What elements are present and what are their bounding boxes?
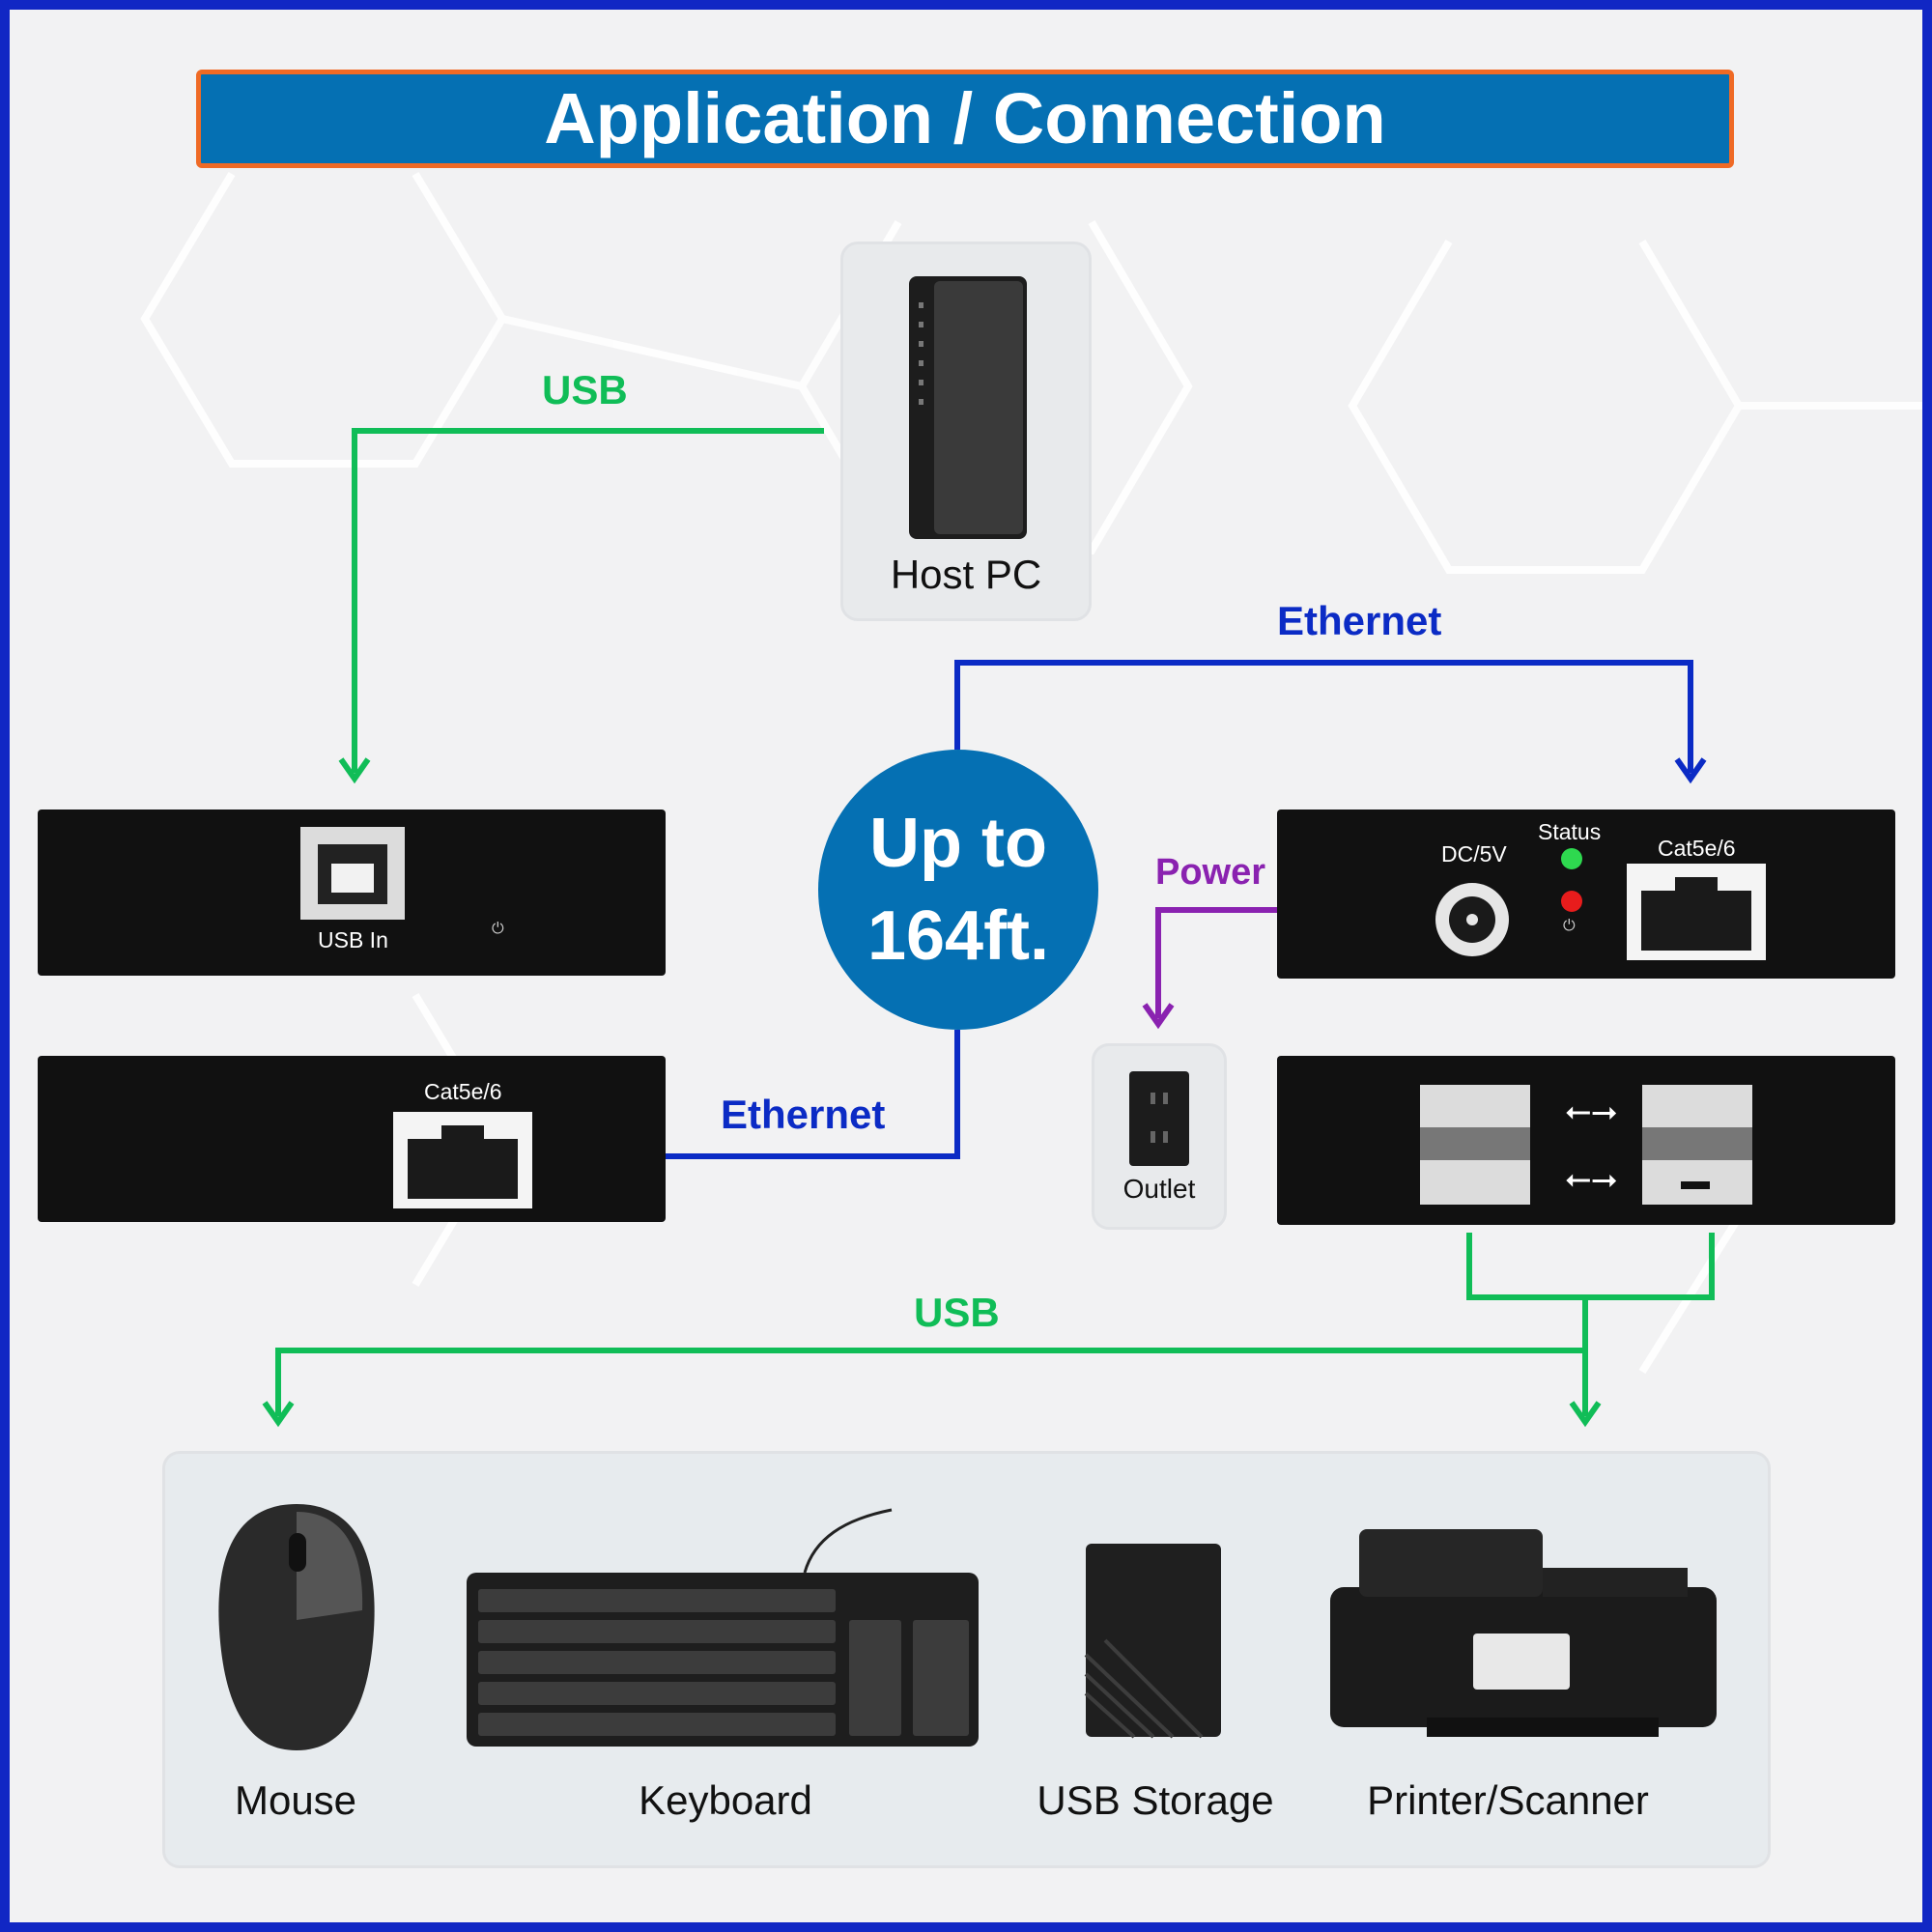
- peripheral-label-printer-scanner: Printer/Scanner: [1367, 1777, 1649, 1823]
- keyboard-icon: [467, 1508, 979, 1747]
- receiver-rear-panel: ⭠⭢ ⭠⭢: [1277, 1056, 1895, 1225]
- ethernet-line-bottom: [560, 1030, 960, 1159]
- mouse-icon: [218, 1504, 375, 1750]
- receiver-cat-label: Cat5e/6: [1658, 836, 1736, 861]
- ethernet-top-label: Ethernet: [1277, 598, 1442, 643]
- power-arrow-outlet: [1142, 1003, 1175, 1030]
- rj45-port-icon: [393, 1112, 532, 1208]
- outlet-icon: [1129, 1071, 1189, 1166]
- host-pc-label: Host PC: [890, 552, 1042, 597]
- power-indicator-icon: ⏻: [1563, 918, 1576, 934]
- dc-5v-label: DC/5V: [1441, 841, 1507, 867]
- status-label: Status: [1538, 819, 1602, 844]
- host-pc-icon: [909, 276, 1027, 539]
- peripheral-label-usb-storage: USB Storage: [1037, 1777, 1274, 1823]
- usb-in-label: USB In: [318, 927, 388, 952]
- peripherals-card: Mouse Keyboard USB Storage Printer/Scann…: [162, 1451, 1771, 1868]
- range-badge-line1: Up to: [869, 805, 1047, 882]
- usb-bottom-label: USB: [914, 1290, 1000, 1335]
- printer-scanner-icon: [1330, 1529, 1717, 1737]
- outlet-card: Outlet: [1092, 1043, 1227, 1230]
- transmitter-front-panel: USB In ⏻: [38, 810, 666, 976]
- receiver-front-panel: DC/5V Status ⏻ Cat5e/6: [1277, 810, 1895, 979]
- power-indicator-icon: ⏻: [492, 921, 504, 937]
- usb-arrow-printer: [1569, 1401, 1602, 1428]
- ethernet-arrow-receiver: [1674, 757, 1707, 784]
- ethernet-bottom-label: Ethernet: [721, 1092, 886, 1137]
- usb-storage-icon: [1084, 1544, 1221, 1739]
- status-led-red-icon: [1561, 891, 1582, 912]
- peripheral-label-keyboard: Keyboard: [639, 1777, 812, 1823]
- dc-power-jack-icon: [1435, 883, 1509, 956]
- outlet-label: Outlet: [1122, 1174, 1196, 1204]
- rj45-port-icon: [1627, 864, 1766, 960]
- range-badge-line2: 164ft.: [867, 897, 1050, 975]
- page-title: Application / Connection: [196, 70, 1734, 168]
- usb-symbol-icon: ⭠⭢: [1565, 1093, 1618, 1129]
- usb-line-receiver-left: [1466, 1233, 1715, 1300]
- usb-symbol-icon: ⭠⭢: [1565, 1160, 1618, 1197]
- usb-b-port-icon: [300, 827, 405, 920]
- usb-arrow-transmitter: [338, 757, 371, 784]
- transmitter-cat-label: Cat5e/6: [424, 1079, 502, 1104]
- usb-line-host-to-transmitter: [352, 428, 824, 773]
- ethernet-line-top: [954, 660, 1693, 773]
- peripheral-label-mouse: Mouse: [234, 1777, 357, 1823]
- usb-line-horizontal: [275, 1348, 1585, 1416]
- power-label: Power: [1155, 852, 1266, 893]
- status-led-green-icon: [1561, 848, 1582, 869]
- usb-a-port-icon: [1642, 1085, 1752, 1205]
- host-pc-card: Host PC: [840, 242, 1092, 621]
- usb-a-port-icon: [1420, 1085, 1530, 1205]
- transmitter-rear-panel: Cat5e/6: [38, 1056, 666, 1222]
- usb-top-label: USB: [542, 367, 628, 412]
- range-badge: Up to 164ft.: [818, 750, 1098, 1030]
- usb-arrow-mouse: [262, 1401, 295, 1428]
